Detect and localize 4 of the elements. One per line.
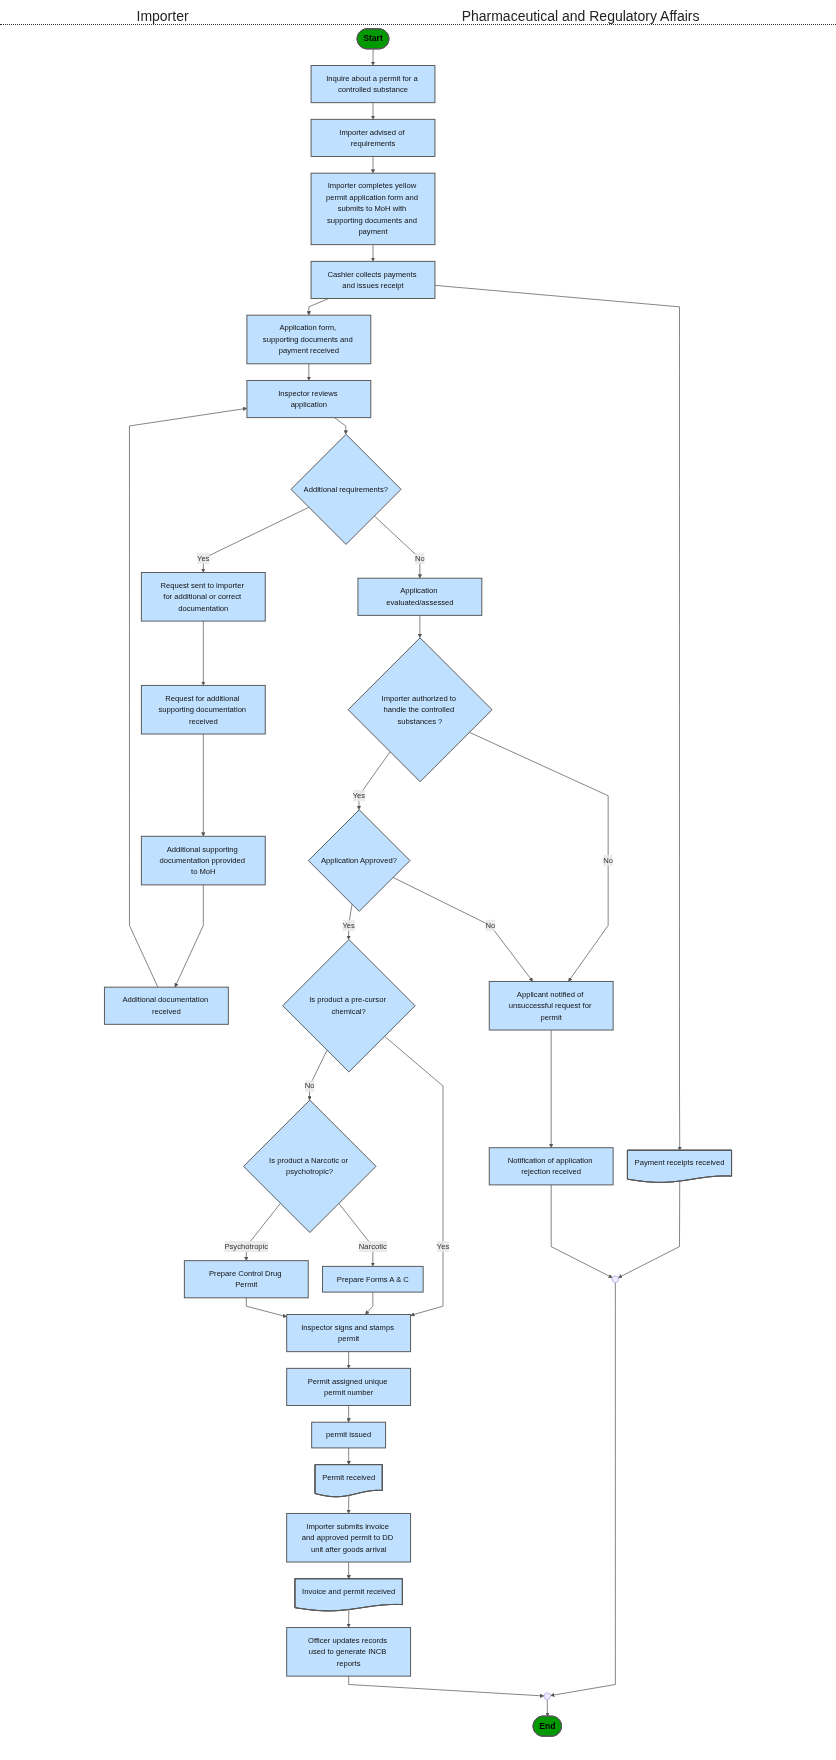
lane-heading: Importer (136, 8, 189, 24)
node-circle (543, 1692, 551, 1700)
node-circle (611, 1275, 619, 1283)
lane-heading: Pharmaceutical and Regulatory Affairs (461, 8, 700, 24)
